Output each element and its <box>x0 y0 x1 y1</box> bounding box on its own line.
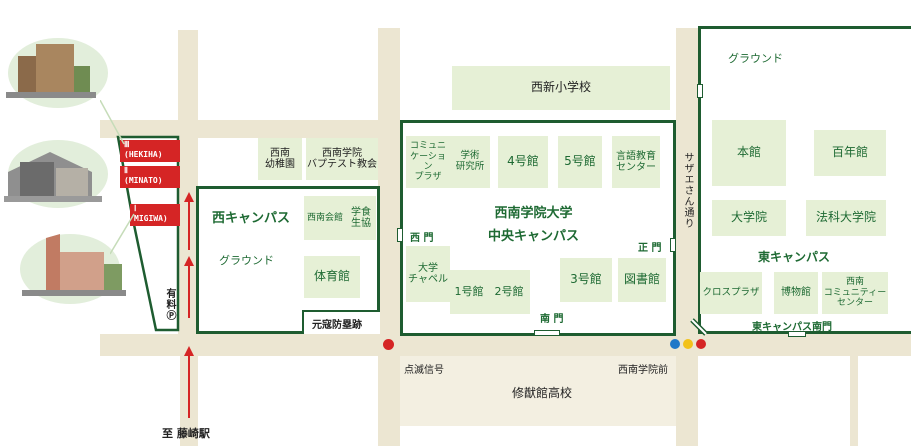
fujisaki-station-label: 至 藤崎駅 <box>162 427 210 440</box>
university-chapel[interactable]: 大学 チャペル <box>406 246 450 302</box>
dorm-minato-numeral: Ⅱ <box>124 166 128 175</box>
seinan-gakuin-mae-label: 西南学院前 <box>618 365 668 376</box>
road-small-vertical <box>850 356 858 446</box>
up-arrow-icon <box>184 192 194 418</box>
west-gym-label: 体育館 <box>313 269 350 284</box>
line-hekiha-pointer <box>100 100 125 145</box>
main-gate-label: 正 門 <box>638 243 662 254</box>
building-2[interactable]: 2号館 <box>488 270 530 314</box>
building-hekiha-image <box>6 44 96 98</box>
building-4[interactable]: 4号館 <box>498 136 548 188</box>
traffic-light-yellow <box>683 339 693 349</box>
baptist-church[interactable]: 西南学院 バプテスト教会 <box>306 138 378 180</box>
gakushoku-coop-label: 学食 生協 <box>351 206 371 230</box>
main-gate-marker <box>670 238 676 252</box>
building-1-label: 1号館 <box>454 284 484 298</box>
seinan-kaikan[interactable]: 西南会館 <box>304 196 346 240</box>
research-institute[interactable]: 学術 研究所 <box>450 136 490 188</box>
building-3-label: 3号館 <box>570 272 602 287</box>
dorm-hekiha-name: (HEKIHA) <box>124 150 163 159</box>
west-campus-ground: グラウンド <box>219 254 274 267</box>
nishi-shin-elementary[interactable]: 西新小学校 <box>452 66 670 110</box>
dorm-minato-name: (MINATO) <box>124 176 163 185</box>
east-south-gate-marker <box>788 331 806 337</box>
main-hall[interactable]: 本館 <box>712 120 786 186</box>
centennial-hall[interactable]: 百年館 <box>814 130 886 176</box>
seinan-kaikan-label: 西南会館 <box>306 212 343 223</box>
road-horizontal-main <box>100 334 911 356</box>
gakushoku-coop[interactable]: 学食 生協 <box>346 196 376 240</box>
baptist-church-label: 西南学院 バプテスト教会 <box>307 147 377 171</box>
genkou-ruins-box <box>302 310 380 334</box>
road-lower-band <box>400 356 676 426</box>
building-5[interactable]: 5号館 <box>558 136 602 188</box>
building-2-label: 2号館 <box>494 284 524 298</box>
seinan-kindergarten[interactable]: 西南 幼稚園 <box>258 138 302 180</box>
west-gate-label: 西 門 <box>410 233 434 244</box>
cross-plaza-label: クロスプラザ <box>702 286 760 298</box>
building-5-label: 5号館 <box>564 154 596 169</box>
south-gate-label: 南 門 <box>540 314 564 325</box>
main-hall-label: 本館 <box>736 145 761 160</box>
nishi-shin-elementary-label: 西新小学校 <box>530 80 591 95</box>
community-center-label: 西南 コミュニティー センター <box>823 277 887 309</box>
east-corner-gate <box>690 318 708 336</box>
shuyukan-high-label: 修猷館高校 <box>512 386 573 400</box>
central-campus-title: 西南学院大学 中央キャンパス <box>488 206 580 244</box>
law-school[interactable]: 法科大学院 <box>806 200 886 236</box>
dorm-migiwa-numeral: Ⅰ <box>134 204 137 213</box>
east-west-gate-marker <box>697 84 703 98</box>
museum[interactable]: 博物館 <box>774 272 818 314</box>
building-3[interactable]: 3号館 <box>560 258 612 302</box>
university-chapel-label: 大学 チャペル <box>408 262 448 286</box>
law-school-label: 法科大学院 <box>815 210 876 225</box>
centennial-hall-label: 百年館 <box>831 145 868 160</box>
museum-label: 博物館 <box>781 287 811 299</box>
dorm-minato[interactable]: Ⅱ (MINATO) <box>120 166 180 188</box>
building-migiwa-image <box>22 234 126 296</box>
line-migiwa-pointer <box>110 213 135 255</box>
west-gym[interactable]: 体育館 <box>304 256 360 298</box>
building-4-label: 4号館 <box>507 154 539 169</box>
genkou-ruins-label: 元寇防塁跡 <box>312 320 362 331</box>
parking-label: 有料Ⓟ <box>164 288 175 321</box>
traffic-light-blue <box>670 339 680 349</box>
dorm-migiwa-name: MIGIWA) <box>134 214 168 223</box>
dorm-migiwa[interactable]: Ⅰ MIGIWA) <box>130 204 180 226</box>
community-center[interactable]: 西南 コミュニティー センター <box>822 272 888 314</box>
west-campus-title: 西キャンパス <box>212 211 291 226</box>
red-dot-icon <box>383 339 394 350</box>
building-1[interactable]: 1号館 <box>450 270 488 314</box>
library[interactable]: 図書館 <box>618 258 666 302</box>
road-east-vertical <box>676 28 698 446</box>
dorm-hekiha-numeral: Ⅲ <box>124 140 130 149</box>
dorm-hekiha[interactable]: Ⅲ (HEKIHA) <box>120 140 180 162</box>
language-center-label: 言語教育 センター <box>616 150 656 174</box>
building-minato-image <box>4 152 102 202</box>
graduate-school-label: 大学院 <box>730 210 767 225</box>
road-horizontal-upper <box>100 120 400 138</box>
graduate-school[interactable]: 大学院 <box>712 200 786 236</box>
west-gate-marker <box>397 228 403 242</box>
east-campus-title: 東キャンパス <box>758 250 831 264</box>
traffic-light-icon <box>670 339 710 351</box>
tenmetsu-signal-label: 点滅信号 <box>404 365 444 376</box>
library-label: 図書館 <box>623 272 660 287</box>
sazae-street-label: サザエさん通り <box>682 152 693 229</box>
traffic-light-red <box>696 339 706 349</box>
communication-plaza-label: コミュニ ケーション プラザ <box>409 141 446 183</box>
communication-plaza[interactable]: コミュニ ケーション プラザ <box>406 136 450 188</box>
seinan-kindergarten-label: 西南 幼稚園 <box>265 147 295 171</box>
cross-plaza[interactable]: クロスプラザ <box>700 272 762 314</box>
research-institute-label: 学術 研究所 <box>455 150 485 172</box>
east-south-gate-label: 東キャンパス南門 <box>752 322 832 333</box>
road-lower-left <box>100 356 180 446</box>
language-center[interactable]: 言語教育 センター <box>612 136 660 188</box>
south-gate-marker <box>534 330 560 336</box>
east-campus-ground: グラウンド <box>728 52 783 65</box>
